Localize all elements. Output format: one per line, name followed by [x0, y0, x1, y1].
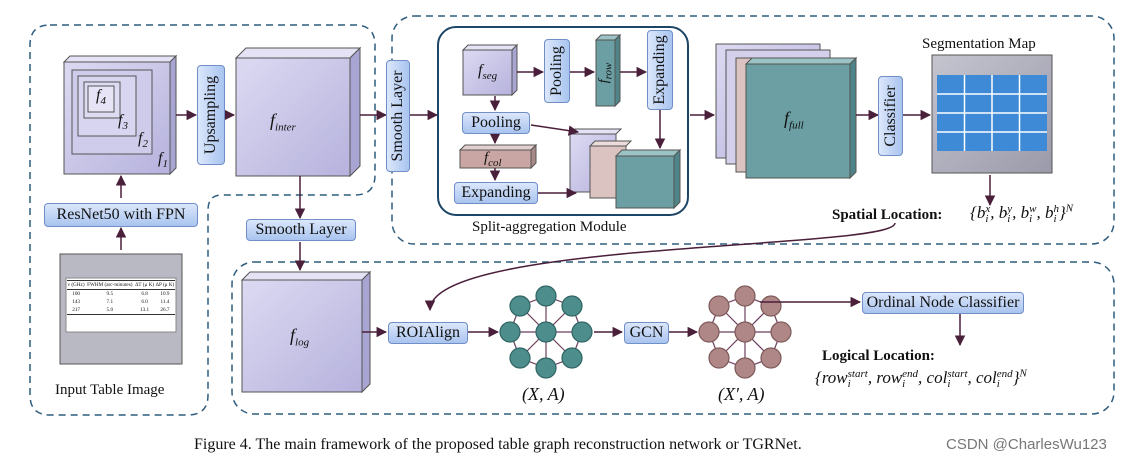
- gcn-module[interactable]: GCN: [624, 322, 669, 344]
- fpn-feature-stack: [62, 54, 178, 176]
- input-table-cell: 13.1: [140, 307, 150, 313]
- logical-branch-region: [231, 261, 1115, 415]
- f-full-stack: [715, 43, 858, 180]
- smooth-layer-bottom-module[interactable]: Smooth Layer: [246, 219, 356, 241]
- graph-x-prime-a: [698, 285, 792, 379]
- arrows: [115, 66, 996, 347]
- backbone-region: [29, 24, 376, 416]
- input-table-cell: 217: [72, 307, 81, 313]
- logical-location-label: Logical Location:: [822, 348, 935, 364]
- f-col-label: fcol: [484, 150, 502, 169]
- spatial-location-label: Spatial Location:: [832, 207, 943, 223]
- input-table-cell: 9.5: [106, 291, 114, 297]
- split-aggregation-label: Split-aggregation Module: [472, 219, 627, 235]
- pooling-row-module[interactable]: Pooling: [544, 39, 570, 103]
- input-table-cell: 5.0: [106, 307, 114, 313]
- graph-x-a: [499, 285, 593, 379]
- split-aggregation-region: [437, 26, 689, 216]
- input-table-content: ν (GHz)FWHM (arc-minutes)ΔT (μ K)ΔP (μ K…: [67, 280, 175, 315]
- f-row-label: frow: [596, 62, 615, 84]
- input-table-cell: 11.4: [160, 299, 170, 305]
- segmentation-map-label: Segmentation Map: [922, 36, 1036, 52]
- expanding-col-module[interactable]: Expanding: [454, 182, 538, 204]
- input-table-cell: 100: [72, 291, 81, 297]
- smooth-layer-top-module[interactable]: Smooth Layer: [386, 60, 410, 172]
- f-log-label: flog: [290, 325, 310, 349]
- f-inter-label: finter: [270, 110, 296, 134]
- input-table-cell: 6.0: [141, 299, 148, 305]
- f1-label: f1: [158, 150, 168, 171]
- input-table-cell: 143: [72, 299, 81, 305]
- f-row-block: [594, 33, 622, 108]
- input-table: ν (GHz)FWHM (arc-minutes)ΔT (μ K)ΔP (μ K…: [67, 280, 175, 330]
- f-log-block: [240, 270, 372, 394]
- input-table-header: ΔP (μ K): [155, 282, 175, 288]
- aggregation-stack: [568, 128, 682, 210]
- input-table-grid: ν (GHz)FWHM (arc-minutes)ΔT (μ K)ΔP (μ K…: [67, 280, 175, 315]
- input-table-header: ΔT (μ K): [135, 282, 155, 288]
- input-table-cell: 26.7: [160, 307, 170, 313]
- input-table-image-label: Input Table Image: [55, 382, 165, 398]
- input-table-header: ν (GHz): [67, 282, 85, 288]
- input-table-header: FWHM (arc-minutes): [87, 282, 133, 288]
- input-table-image-shape: [59, 253, 183, 365]
- expanding-row-module[interactable]: Expanding: [647, 30, 673, 110]
- f4-label: f4: [96, 87, 106, 108]
- pooling-col-module[interactable]: Pooling: [462, 112, 530, 134]
- classifier-module[interactable]: Classifier: [878, 76, 903, 156]
- segmentation-map-shape: [931, 54, 1053, 174]
- f-inter-block: [234, 46, 362, 178]
- spatial-branch-region: [391, 15, 1115, 245]
- input-table-cell: 6.8: [141, 291, 148, 297]
- ordinal-node-classifier-module[interactable]: Ordinal Node Classifier: [862, 292, 1024, 314]
- f-full-label: ffull: [784, 108, 804, 132]
- resnet-fpn-module[interactable]: ResNet50 with FPN: [44, 203, 198, 227]
- input-table-cell: 7.1: [106, 299, 114, 305]
- f2-label: f2: [138, 130, 148, 151]
- f3-label: f3: [118, 112, 128, 133]
- graph-x-a-label: (X, A): [522, 384, 565, 404]
- figure-caption: Figure 4. The main framework of the prop…: [194, 436, 802, 453]
- f-seg-block: [461, 43, 519, 97]
- upsampling-module[interactable]: Upsampling: [197, 65, 225, 165]
- input-table-cell: 10.9: [160, 291, 170, 297]
- f-seg-label: fseg: [478, 62, 498, 83]
- roialign-module[interactable]: ROIAlign: [388, 322, 468, 344]
- watermark: CSDN @CharlesWu123: [946, 436, 1107, 453]
- graph-x-prime-a-label: (X', A): [718, 384, 765, 404]
